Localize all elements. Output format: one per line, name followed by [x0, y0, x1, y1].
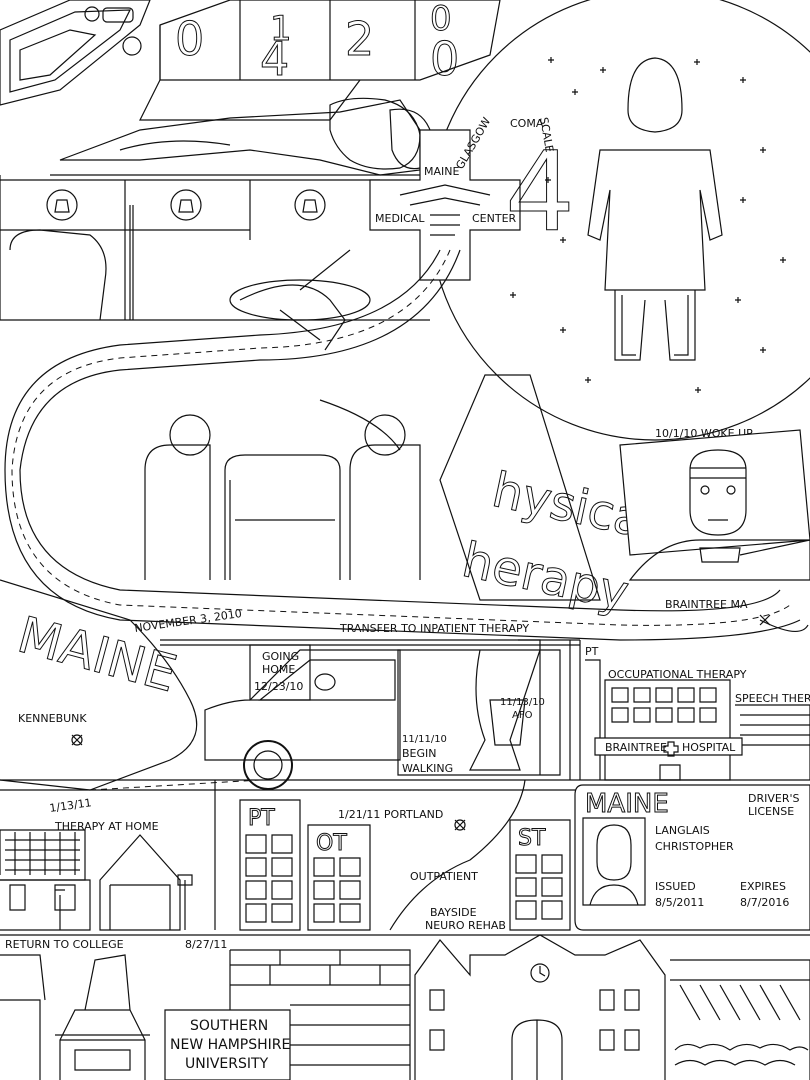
license-state: MAINE — [585, 789, 669, 819]
license-issued-label: ISSUED — [655, 880, 696, 893]
plate-digit: 0 — [430, 0, 452, 39]
plate-digit: 2 — [345, 12, 374, 66]
bayside-ot: OT — [316, 831, 347, 856]
afo-label: AFO — [512, 710, 533, 721]
stars — [510, 57, 786, 393]
timeline-transfer: TRANSFER TO INPATIENT THERAPY — [339, 622, 529, 635]
map-kennebunk-label: KENNEBUNK — [18, 712, 87, 725]
braintree-speech-label: SPEECH THERAPY — [735, 692, 810, 705]
going-home-2: HOME — [262, 663, 295, 676]
skateboard — [0, 0, 151, 106]
going-home-3: 12/23/10 — [254, 680, 303, 693]
going-home-1: GOING — [262, 650, 299, 663]
hospital-windows — [611, 687, 717, 723]
license-title-2: LICENSE — [748, 805, 794, 818]
hospital-gown-figure — [587, 57, 723, 361]
plate-digit: 1 — [270, 9, 292, 49]
bayside-name-1: BAYSIDE — [430, 906, 477, 919]
gcs-coma-label: COMA — [510, 117, 544, 130]
license-expires-label: EXPIRES — [740, 880, 786, 893]
gcs-scale-label: SCALE — [537, 116, 556, 153]
license-last-name: LANGLAIS — [655, 824, 710, 837]
transfer-timeline: NOVEMBER 3, 2010 TRANSFER TO INPATIENT T… — [134, 607, 580, 646]
license-title-1: DRIVER'S — [748, 792, 799, 805]
college-date: 8/27/11 — [185, 938, 227, 951]
bed-headboard-lights — [0, 179, 380, 321]
license-first-name: CHRISTOPHER — [655, 840, 734, 853]
hospital-name-1: MAINE — [424, 165, 459, 178]
license-expires-date: 8/7/2016 — [740, 896, 789, 909]
mural-therapy: herapy — [458, 532, 634, 622]
ambulance: GOING HOME 12/23/10 — [89, 644, 401, 791]
walking-afo-scene: 11/13/10 AFO 11/11/10 BEGIN WALKING — [397, 639, 561, 776]
college-return-label: RETURN TO COLLEGE — [5, 938, 124, 951]
college-name-1: SOUTHERN — [190, 1018, 268, 1034]
afo-date: 11/13/10 — [500, 697, 545, 708]
home-label: THERAPY AT HOME — [54, 820, 159, 833]
walk-begin: BEGIN — [402, 747, 437, 760]
bayside-neuro-rehab: PT OT 1/21/11 PORTLAND OUTPATIENT BAYSID… — [214, 779, 571, 932]
therapy-at-home: 1/13/11 THERAPY AT HOME — [0, 796, 193, 931]
plate-digit: 0 — [175, 12, 204, 66]
bayside-portland: 1/21/11 PORTLAND — [338, 808, 443, 821]
college-name-3: UNIVERSITY — [185, 1056, 269, 1072]
plate-digit: 4 — [260, 32, 289, 86]
walk-walking: WALKING — [402, 762, 453, 775]
braintree-pt-label: PT — [585, 645, 599, 658]
plate-digit: 0 — [430, 32, 459, 86]
braintree-name-left: BRAINTREE — [605, 741, 667, 754]
timeline-nov3: NOVEMBER 3, 2010 — [134, 607, 243, 635]
bayside-outpatient: OUTPATIENT — [410, 870, 478, 883]
map-braintree-label: BRAINTREE MA — [665, 598, 748, 611]
hospital-name-3: CENTER — [472, 212, 517, 225]
wheelchair — [229, 249, 371, 351]
return-to-college: RETURN TO COLLEGE 8/27/11 SOUTHERN NEW H… — [0, 934, 810, 1080]
braintree-ot-label: OCCUPATIONAL THERAPY — [608, 668, 747, 681]
road-path — [4, 249, 801, 641]
braintree-name-right: HOSPITAL — [682, 741, 736, 754]
maine-medical-center-logo: MAINE MEDICAL CENTER GLASGOW COMA SCALE … — [369, 115, 576, 281]
bayside-name-2: NEURO REHAB — [425, 919, 506, 932]
braintree-hospital: PT OCCUPATIONAL THERAPY SPEECH THERAPY B… — [569, 640, 810, 781]
bayside-st: ST — [518, 826, 546, 851]
college-name-2: NEW HAMPSHIRE — [170, 1037, 290, 1053]
license-issued-date: 8/5/2011 — [655, 896, 704, 909]
walk-date: 11/11/10 — [402, 734, 447, 745]
bayside-pt: PT — [248, 806, 275, 831]
gcs-score: 4 — [505, 128, 575, 256]
hospital-name-2: MEDICAL — [375, 212, 425, 225]
woke-up-scene: 10/1/10 WOKE UP — [619, 427, 810, 581]
home-date: 1/13/11 — [49, 796, 93, 815]
patient-in-bed — [0, 97, 432, 321]
license-plate-blocks: 0 4 2 0 1 0 — [139, 0, 501, 121]
drivers-license: MAINE DRIVER'S LICENSE LANGLAIS CHRISTOP… — [574, 784, 810, 931]
